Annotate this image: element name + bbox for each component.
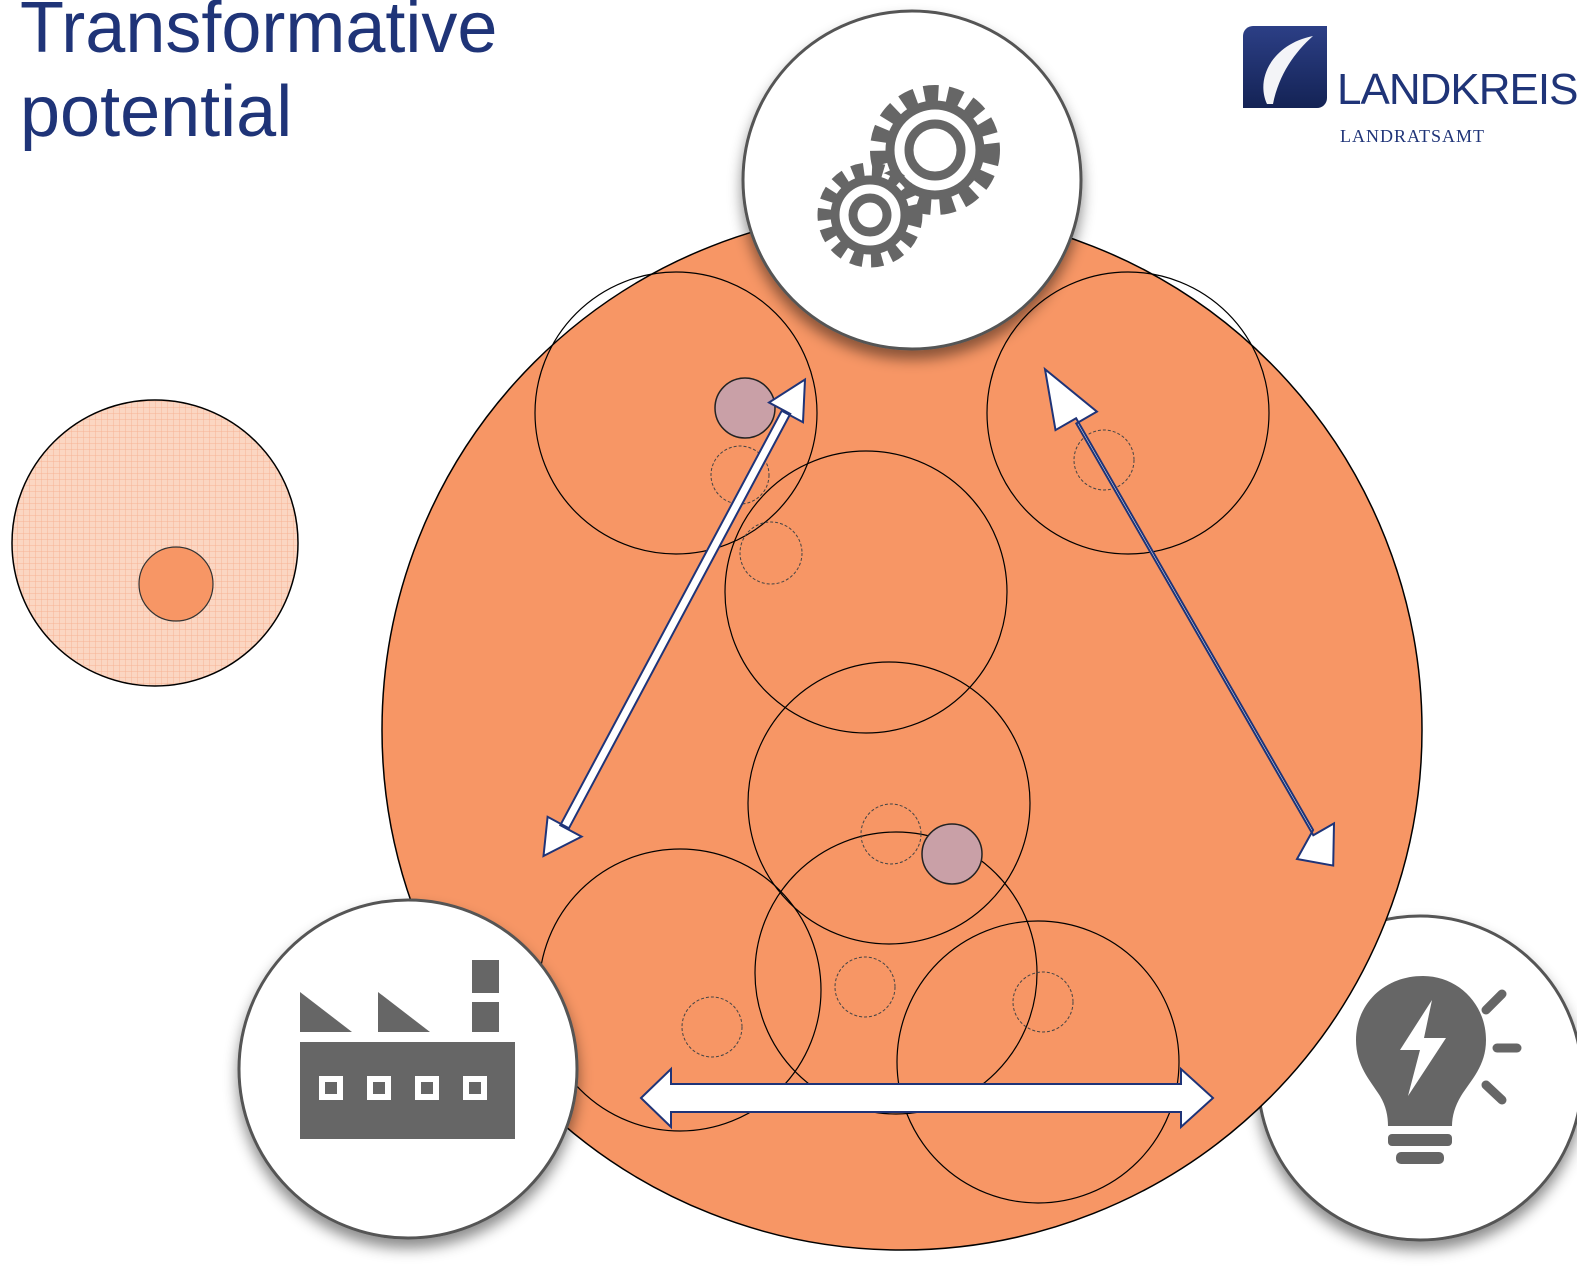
dashed-circle <box>681 996 743 1058</box>
inner-circle-center-top <box>724 450 1008 734</box>
logo-badge-icon <box>1243 26 1327 108</box>
title-line-1: Transformative <box>20 0 498 68</box>
title-line-2: potential <box>20 72 293 152</box>
top-icon-circle <box>741 9 1083 351</box>
lightbulb-icon <box>1356 976 1522 1164</box>
small-inner-dot <box>138 546 214 622</box>
small-grid-circle <box>11 399 299 687</box>
inner-circle-center <box>747 661 1031 945</box>
small-dashed-circles <box>681 429 1135 1058</box>
gears-icon <box>817 85 1000 268</box>
highlight-dot-lower <box>921 823 983 885</box>
page-title: Transformative potential <box>20 0 497 154</box>
landkreis-logo: LANDKREIS LANDRATSAMT <box>1243 26 1577 156</box>
logo-subtitle: LANDRATSAMT <box>1340 126 1486 146</box>
inner-circle-upper-left <box>534 271 818 555</box>
small-circle-group <box>11 399 299 687</box>
logo-name: LANDKREIS <box>1337 65 1577 114</box>
arrows <box>542 366 1336 1130</box>
arrow-factory-to-lightbulb <box>639 1066 1215 1130</box>
dashed-circle <box>1073 429 1135 491</box>
highlight-dots <box>714 377 983 885</box>
arrow-top-to-lightbulb <box>1043 366 1336 867</box>
dashed-circle <box>860 803 922 865</box>
dashed-circle <box>1012 971 1074 1033</box>
dashed-circle <box>834 956 896 1018</box>
factory-icon <box>300 960 515 1139</box>
highlight-dot-upper <box>714 377 776 439</box>
inner-circle-upper-right <box>986 271 1270 555</box>
dashed-circle <box>739 521 803 585</box>
arrow-top-to-factory <box>542 377 807 858</box>
inner-circle-lower-right <box>896 920 1180 1204</box>
bottom-left-icon-circle <box>237 898 579 1240</box>
